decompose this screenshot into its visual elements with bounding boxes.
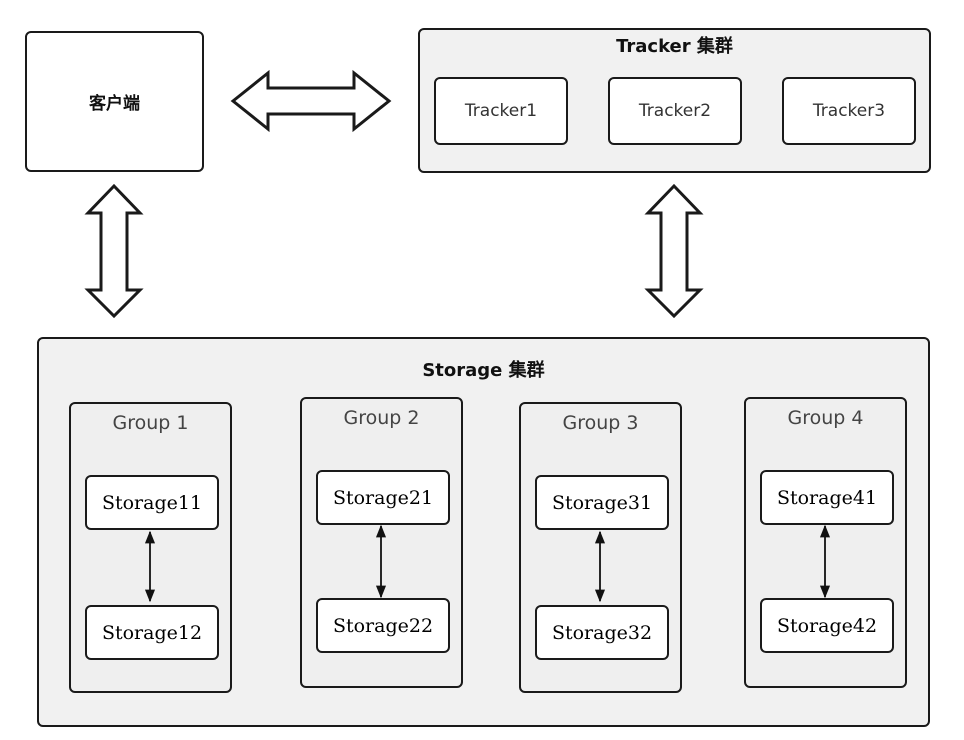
group-label-2: Group 2 <box>343 407 420 429</box>
tracker-node-3: Tracker3 <box>782 77 916 145</box>
group-label-4: Group 4 <box>787 407 864 429</box>
storage-cluster: Storage 集群 Group 1 Storage11 Storage12 G… <box>37 337 930 727</box>
tracker-node-2: Tracker2 <box>608 77 742 145</box>
storage-node-12: Storage12 <box>85 605 219 660</box>
tracker-node-1: Tracker1 <box>434 77 568 145</box>
storage-node-11: Storage11 <box>85 475 219 530</box>
storage-group-2: Group 2 Storage21 Storage22 <box>300 397 463 688</box>
client-label: 客户端 <box>89 94 140 114</box>
storage-node-32: Storage32 <box>535 605 669 660</box>
storage-node-42: Storage42 <box>760 598 894 653</box>
storage-group-1: Group 1 Storage11 Storage12 <box>69 402 232 693</box>
storage-group-3: Group 3 Storage31 Storage32 <box>519 402 682 693</box>
tracker-cluster: Tracker 集群 Tracker1 Tracker2 Tracker3 <box>418 28 931 173</box>
client-storage-double-arrow <box>84 183 144 319</box>
storage-node-21: Storage21 <box>316 470 450 525</box>
client-tracker-double-arrow <box>230 69 392 133</box>
storage-node-41: Storage41 <box>760 470 894 525</box>
tracker-cluster-title: Tracker 集群 <box>616 36 733 57</box>
group-label-3: Group 3 <box>562 412 639 434</box>
storage-group-4: Group 4 Storage41 Storage42 <box>744 397 907 688</box>
group-label-1: Group 1 <box>112 412 189 434</box>
tracker-storage-double-arrow <box>644 183 704 319</box>
storage-cluster-title: Storage 集群 <box>422 360 545 381</box>
storage-node-31: Storage31 <box>535 475 669 530</box>
client-node: 客户端 <box>25 31 204 172</box>
storage-node-22: Storage22 <box>316 598 450 653</box>
